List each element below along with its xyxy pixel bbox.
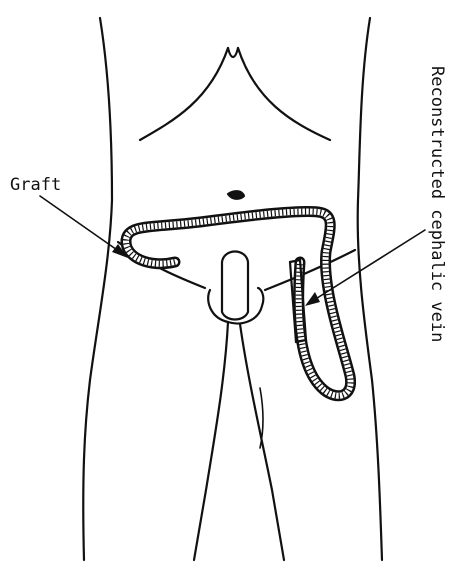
chest-right	[238, 48, 330, 140]
left-body-contour	[83, 18, 112, 560]
vein-label: Reconstructed cephalic vein	[427, 66, 447, 342]
scrotum-outline	[208, 288, 263, 323]
graft-arrow-line	[40, 196, 120, 252]
right-groin-line	[265, 250, 355, 290]
vein-arrowhead	[305, 292, 320, 306]
inner-left-leg	[194, 322, 228, 560]
inner-right-leg	[240, 324, 284, 560]
graft-label: Graft	[10, 175, 61, 195]
graft-hatching	[126, 211, 351, 395]
penis-outline	[222, 252, 248, 320]
graft-arrow	[40, 196, 128, 258]
torso-outline	[83, 18, 382, 560]
chest-left	[140, 48, 228, 140]
groin-outline	[118, 242, 355, 323]
navel	[228, 191, 244, 199]
chest-center	[228, 48, 238, 57]
right-body-contour	[358, 18, 382, 560]
graft-inner-stroke	[126, 211, 351, 395]
graft-outer-stroke	[126, 211, 351, 395]
legs-outline	[194, 322, 284, 560]
graft-loop	[126, 211, 351, 395]
